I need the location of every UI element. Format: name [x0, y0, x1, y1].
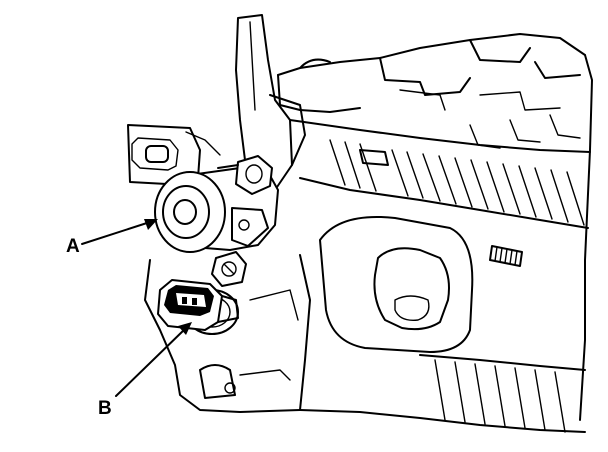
- callout-label-a: A: [66, 236, 80, 257]
- callout-label-b: B: [98, 398, 112, 419]
- callout-a-leader: [81, 219, 158, 245]
- solenoid-body: [154, 155, 279, 253]
- upper-connector: [127, 124, 221, 186]
- cooling-fins: [329, 139, 585, 226]
- sensor-connector: [157, 279, 239, 335]
- callout-b-leader: [115, 322, 192, 397]
- cylinder-head-outline: [277, 33, 593, 421]
- engine-block-lower: [144, 215, 586, 433]
- stud-bolt: [489, 245, 523, 267]
- mounting-bolt: [211, 251, 247, 287]
- bracket-arm: [235, 14, 306, 193]
